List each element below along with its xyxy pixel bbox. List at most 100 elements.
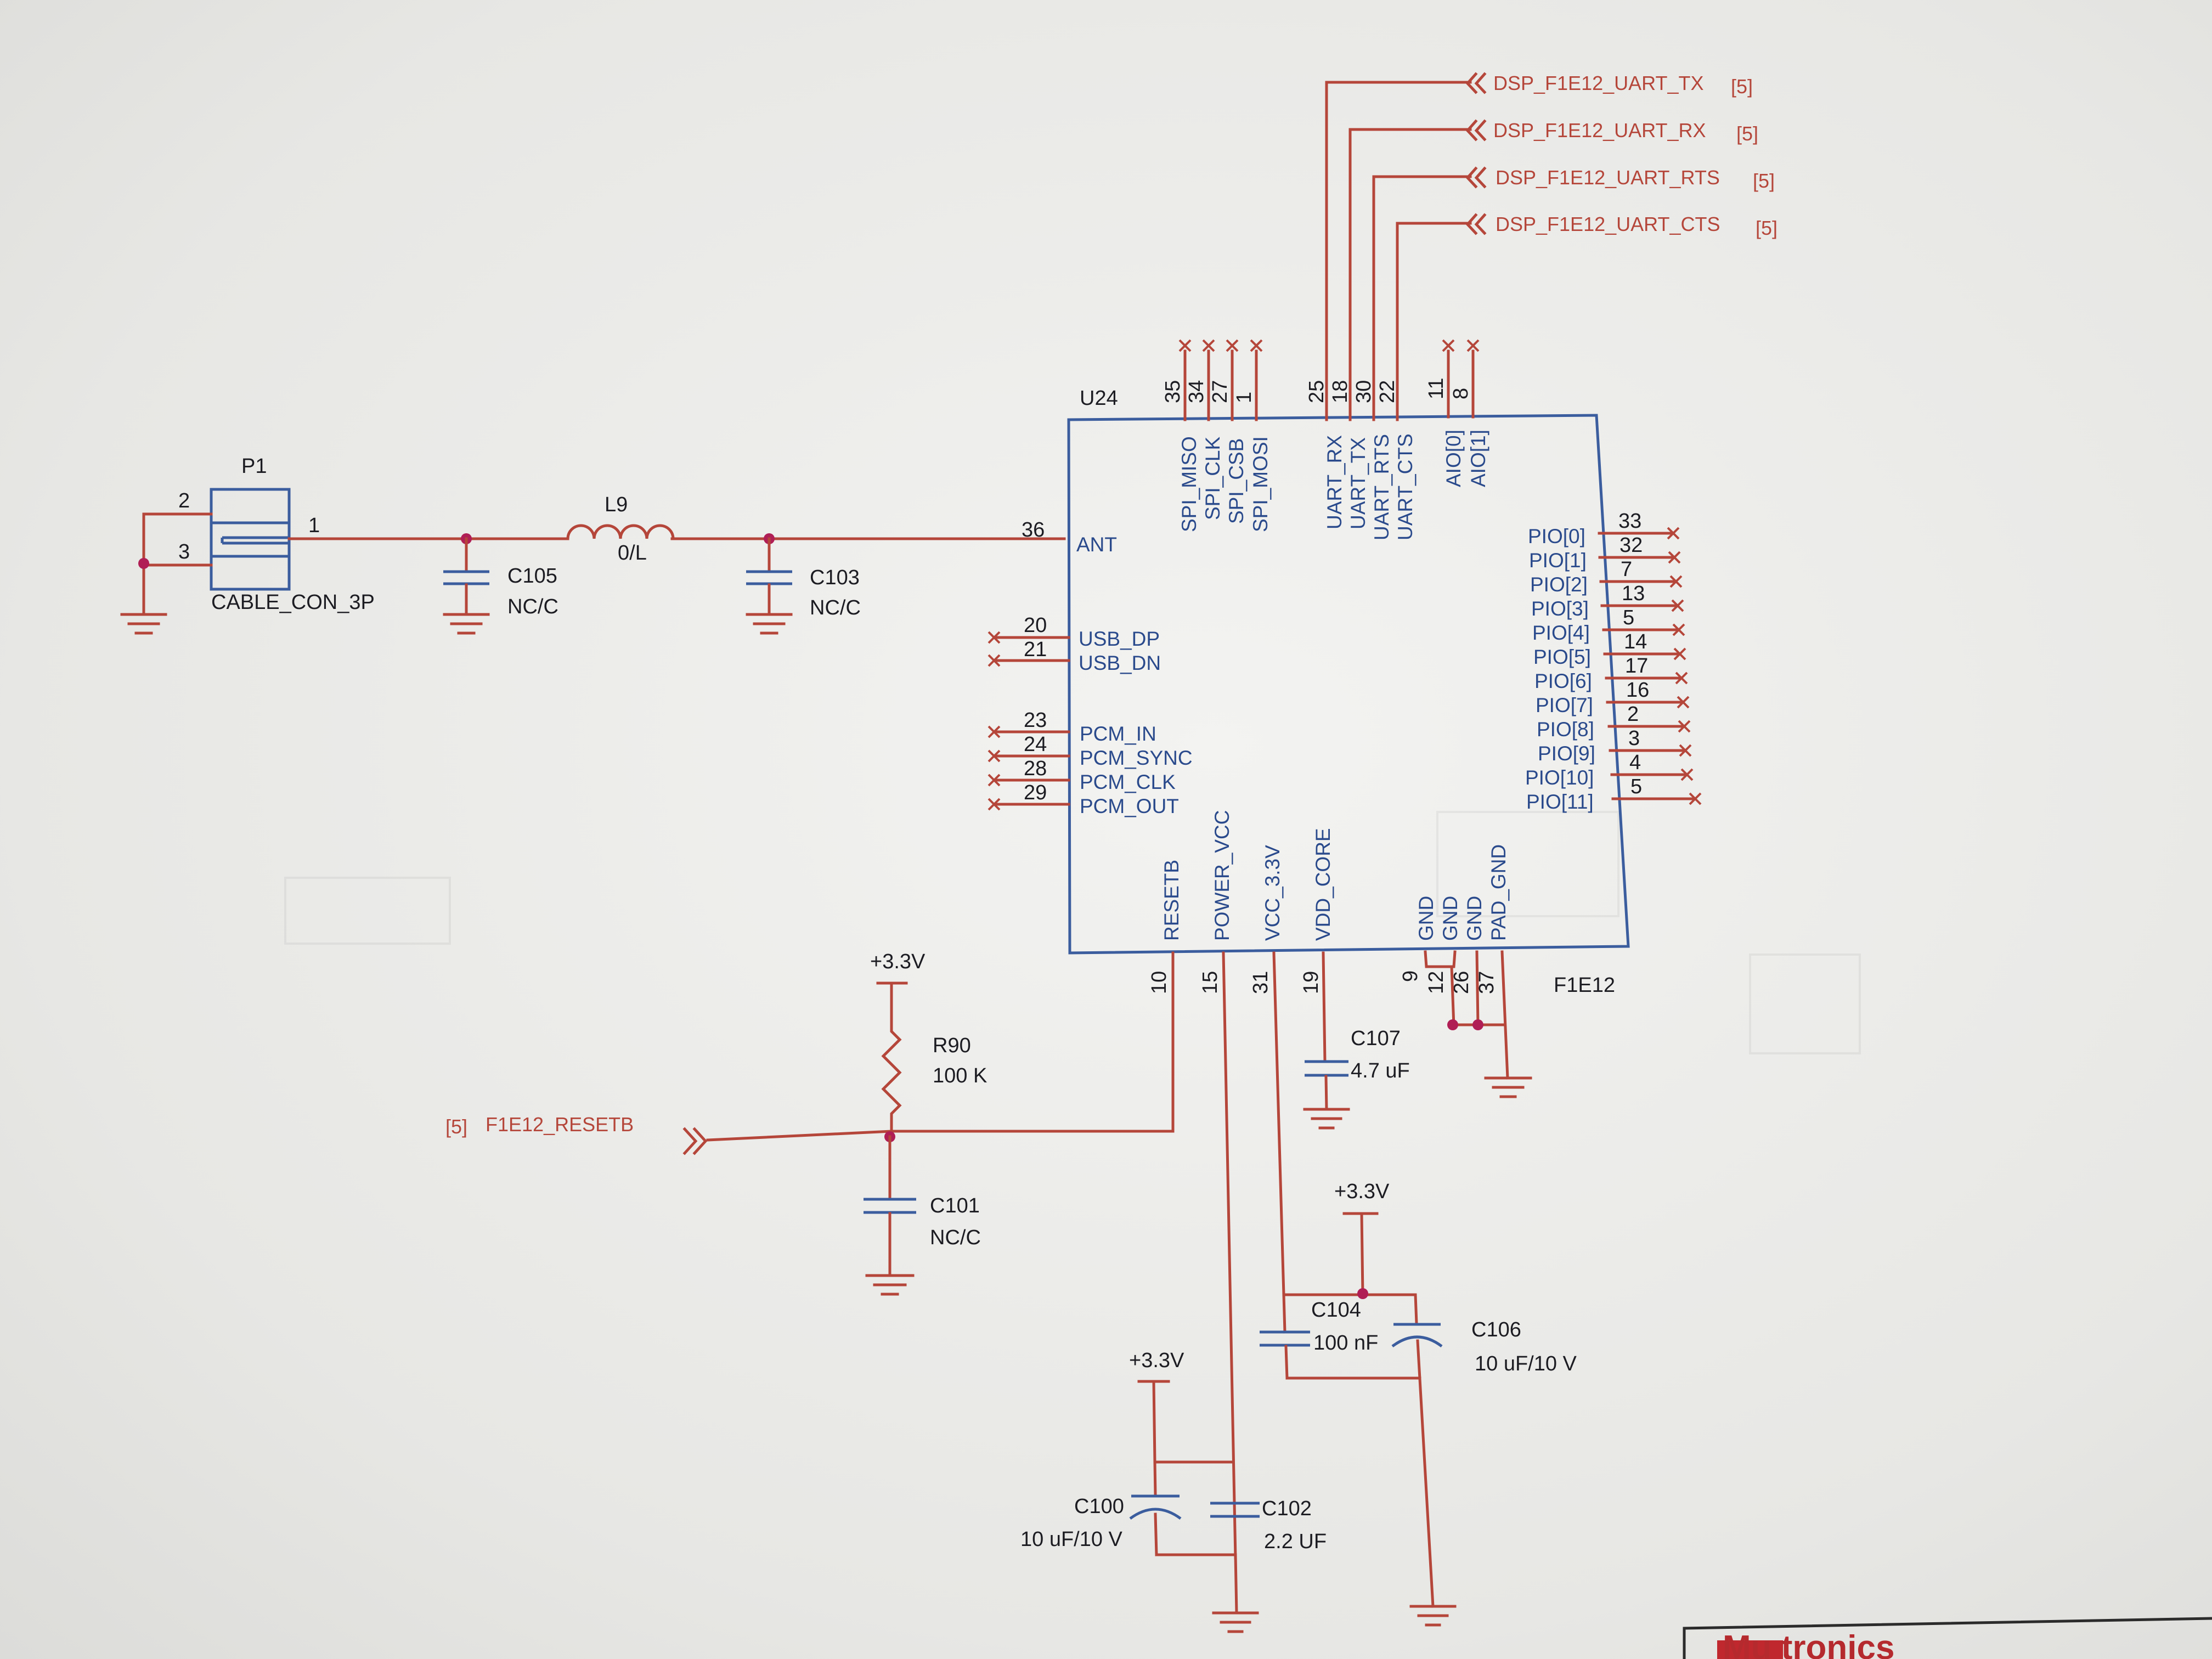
svg-text:18: 18	[1329, 380, 1352, 403]
svg-text:35: 35	[1161, 380, 1184, 403]
svg-text:11: 11	[1425, 378, 1448, 399]
svg-text:25: 25	[1305, 380, 1328, 403]
uart-rx-net: DSP_F1E12_UART_RX [5]	[1465, 119, 1758, 145]
reset-net: [5] F1E12_RESETB	[445, 1113, 708, 1155]
svg-text:USB_DP: USB_DP	[1079, 628, 1160, 650]
capacitor-c105: C105 NC/C	[443, 537, 558, 635]
svg-text:17: 17	[1625, 654, 1648, 678]
svg-text:+3.3V: +3.3V	[1129, 1349, 1184, 1372]
left-pin-pcm-sync: 24 PCM_SYNC	[992, 733, 1193, 769]
connector-p1: P1 CABLE_CON_3P 2 3 1	[178, 455, 375, 614]
svg-text:31: 31	[1249, 971, 1272, 994]
svg-text:13: 13	[1622, 582, 1645, 605]
svg-text:10 uF/10 V: 10 uF/10 V	[1475, 1352, 1577, 1375]
left-pin-ant: 36 ANT	[1022, 518, 1117, 556]
svg-text:36: 36	[1022, 518, 1045, 541]
c105-ref: C105	[507, 565, 557, 588]
svg-text:VCC_3.3V: VCC_3.3V	[1261, 845, 1284, 941]
svg-text:UART_CTS: UART_CTS	[1394, 433, 1417, 540]
svg-text:DSP_F1E12_UART_CTS: DSP_F1E12_UART_CTS	[1496, 213, 1720, 235]
svg-text:14: 14	[1624, 630, 1647, 653]
svg-text:SPI_CSB: SPI_CSB	[1225, 438, 1248, 524]
svg-text:20: 20	[1024, 614, 1047, 637]
p1-part: CABLE_CON_3P	[211, 591, 375, 614]
p1-pin1-label: 1	[308, 514, 320, 537]
ground-symbol-chip	[1484, 1076, 1532, 1098]
l9-value: 0/L	[618, 541, 647, 565]
uart-rts-net: DSP_F1E12_UART_RTS [5]	[1465, 166, 1775, 192]
svg-text:[5]: [5]	[1736, 122, 1758, 145]
svg-text:C107: C107	[1351, 1027, 1401, 1050]
svg-text:9: 9	[1399, 970, 1422, 982]
l9-ref: L9	[605, 493, 628, 516]
svg-text:5: 5	[1623, 606, 1634, 629]
svg-text:[5]: [5]	[1731, 75, 1753, 98]
c103-ref: C103	[810, 566, 860, 589]
svg-text:10: 10	[1148, 971, 1171, 994]
svg-text:19: 19	[1300, 971, 1323, 994]
resistor-r90: R90 100 K	[881, 981, 987, 1140]
svg-text:34: 34	[1185, 380, 1208, 403]
p1-ref: P1	[241, 455, 267, 478]
svg-text:7: 7	[1621, 558, 1632, 581]
svg-text:PIO[11]: PIO[11]	[1526, 791, 1594, 813]
svg-text:GND: GND	[1463, 896, 1486, 941]
svg-text:GND: GND	[1415, 896, 1437, 941]
svg-text:GND: GND	[1439, 896, 1462, 941]
top-pin-uart-cts: 22 UART_CTS	[1376, 380, 1417, 540]
svg-text:100 K: 100 K	[933, 1064, 987, 1087]
top-pin-spi-miso: 35 SPI_MISO	[1161, 349, 1200, 532]
top-pin-aio1: 8 AIO[1]	[1449, 349, 1489, 487]
svg-text:+3.3V: +3.3V	[1334, 1180, 1390, 1203]
svg-text:PIO[8]: PIO[8]	[1537, 718, 1594, 741]
capacitor-c102: C102 2.2 UF	[1210, 1497, 1327, 1553]
svg-text:[5]: [5]	[1753, 170, 1775, 192]
svg-text:R90: R90	[933, 1034, 971, 1057]
svg-text:PIO[5]: PIO[5]	[1533, 646, 1591, 668]
ground-symbol-p1	[120, 613, 167, 635]
svg-text:C100: C100	[1074, 1495, 1124, 1518]
capacitor-c104: C104 100 nF	[1260, 1293, 1378, 1380]
svg-text:[5]: [5]	[445, 1115, 467, 1138]
chip-ref: U24	[1080, 387, 1118, 410]
p1-pin3-label: 3	[178, 540, 190, 563]
right-pin-labels: PIO[0] 33 PIO[1] 32 PIO[2] 7 PIO[3] 13 P…	[1525, 510, 1649, 813]
ground-symbol-c100	[1212, 1611, 1259, 1633]
power-3v3-r90: +3.3V	[870, 950, 926, 985]
svg-text:22: 22	[1376, 380, 1399, 403]
svg-text:100 nF: 100 nF	[1313, 1331, 1378, 1355]
no-connect-marks-top	[1178, 339, 1480, 352]
no-connect-marks-right	[1667, 527, 1702, 805]
left-pin-pcm-clk: 28 PCM_CLK	[992, 757, 1176, 793]
svg-text:PCM_OUT: PCM_OUT	[1080, 795, 1179, 817]
svg-text:29: 29	[1024, 781, 1047, 804]
svg-text:21: 21	[1024, 638, 1047, 661]
svg-text:POWER_VCC: POWER_VCC	[1211, 810, 1233, 941]
chip-u24-body	[1067, 414, 1630, 955]
svg-text:2: 2	[1627, 703, 1639, 726]
top-pin-spi-clk: 34 SPI_CLK	[1185, 349, 1224, 520]
svg-text:5: 5	[1630, 775, 1642, 798]
svg-text:4.7 uF: 4.7 uF	[1351, 1059, 1410, 1082]
svg-text:RESETB: RESETB	[1160, 860, 1183, 941]
svg-text:DSP_F1E12_UART_RTS: DSP_F1E12_UART_RTS	[1496, 166, 1720, 189]
svg-text:PIO[4]: PIO[4]	[1532, 622, 1590, 644]
svg-text:PIO[7]: PIO[7]	[1536, 694, 1593, 716]
svg-text:27: 27	[1209, 380, 1232, 403]
svg-text:C102: C102	[1262, 1497, 1312, 1520]
svg-text:30: 30	[1352, 380, 1375, 403]
svg-text:28: 28	[1024, 757, 1047, 780]
uart-cts-net: DSP_F1E12_UART_CTS [5]	[1465, 213, 1778, 239]
svg-text:PCM_SYNC: PCM_SYNC	[1080, 747, 1193, 769]
svg-text:8: 8	[1449, 388, 1472, 399]
svg-text:DSP_F1E12_UART_RX: DSP_F1E12_UART_RX	[1493, 119, 1706, 142]
svg-text:USB_DN: USB_DN	[1079, 652, 1161, 674]
svg-text:PIO[1]: PIO[1]	[1529, 549, 1587, 572]
svg-text:UART_RTS: UART_RTS	[1370, 434, 1393, 540]
top-pin-spi-csb: 27 SPI_CSB	[1209, 349, 1248, 524]
svg-text:15: 15	[1199, 971, 1222, 994]
svg-text:10 uF/10 V: 10 uF/10 V	[1020, 1528, 1123, 1551]
svg-text:16: 16	[1626, 679, 1649, 702]
svg-text:PCM_CLK: PCM_CLK	[1080, 771, 1176, 793]
